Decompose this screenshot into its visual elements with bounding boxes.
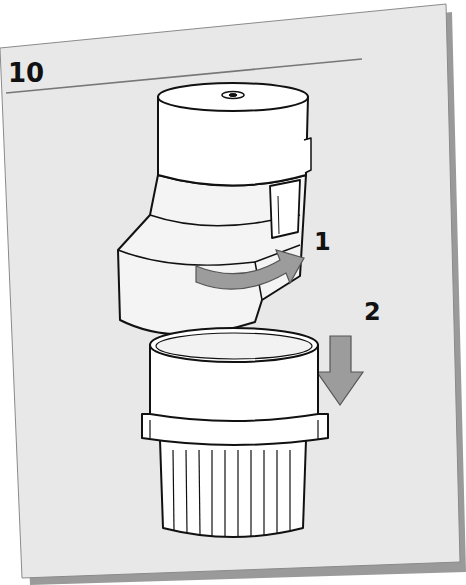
lid bbox=[118, 83, 311, 335]
down-arrow bbox=[317, 336, 363, 405]
step-number: 10 bbox=[8, 60, 44, 86]
callout-number: 1 bbox=[314, 230, 331, 254]
callout-number: 2 bbox=[364, 300, 381, 324]
rotate-arrow bbox=[196, 250, 304, 289]
container bbox=[142, 328, 328, 537]
page-sheet bbox=[0, 4, 460, 578]
